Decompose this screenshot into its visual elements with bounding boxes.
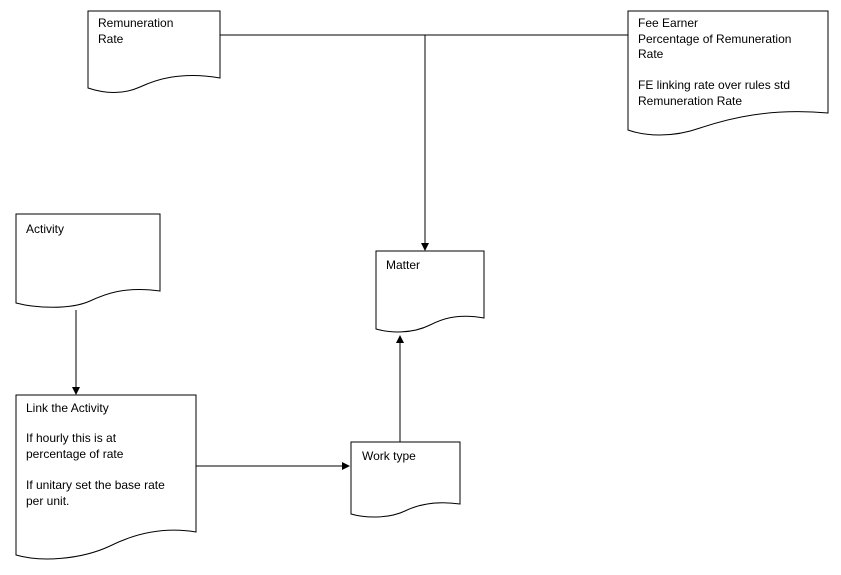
node-label: Remuneration Rate <box>98 16 177 46</box>
arrowhead-into-matter-bottom <box>396 335 404 343</box>
node-label: Fee Earner Percentage of Remuneration Ra… <box>638 16 795 108</box>
node-label-line: If hourly this is at <box>26 431 117 445</box>
document-shape <box>15 213 161 308</box>
node-label-line: Fee Earner <box>638 16 698 30</box>
node-activity: Activity <box>15 213 161 308</box>
node-label: Activity <box>26 222 64 236</box>
document-shape <box>15 394 197 560</box>
node-label-line: Link the Activity <box>26 401 109 415</box>
node-label-line: per unit. <box>26 494 69 508</box>
node-label-line: percentage of rate <box>26 447 124 461</box>
node-label-line: Rate <box>98 32 124 46</box>
node-link-activity: Link the Activity If hourly this is at p… <box>15 394 197 560</box>
node-label-line: FE linking rate over rules std <box>638 78 790 92</box>
node-label-line: Remuneration <box>98 16 173 30</box>
document-shape <box>350 441 461 518</box>
node-label-line: Rate <box>638 47 664 61</box>
node-matter: Matter <box>375 250 485 333</box>
document-shape <box>375 250 485 333</box>
node-label: Link the Activity If hourly this is at p… <box>26 401 168 508</box>
node-remuneration-rate: Remuneration Rate <box>87 10 221 93</box>
node-label: Work type <box>362 449 416 463</box>
arrowhead-into-matter-top <box>421 243 429 251</box>
arrowhead-into-link-activity <box>72 387 80 395</box>
node-work-type: Work type <box>350 441 461 518</box>
node-label-line: Activity <box>26 222 64 236</box>
node-label: Matter <box>386 258 420 272</box>
document-shape <box>87 10 221 93</box>
connectors <box>72 34 628 470</box>
node-label-line: Percentage of Remuneration <box>638 32 791 46</box>
node-label-line: Work type <box>362 449 416 463</box>
arrowhead-into-work-type <box>342 462 350 470</box>
node-label-line: Matter <box>386 258 420 272</box>
node-label-line: Remuneration Rate <box>638 94 742 108</box>
node-label-line: If unitary set the base rate <box>26 478 165 492</box>
node-fee-earner: Fee Earner Percentage of Remuneration Ra… <box>627 10 829 136</box>
document-shape <box>627 10 829 136</box>
